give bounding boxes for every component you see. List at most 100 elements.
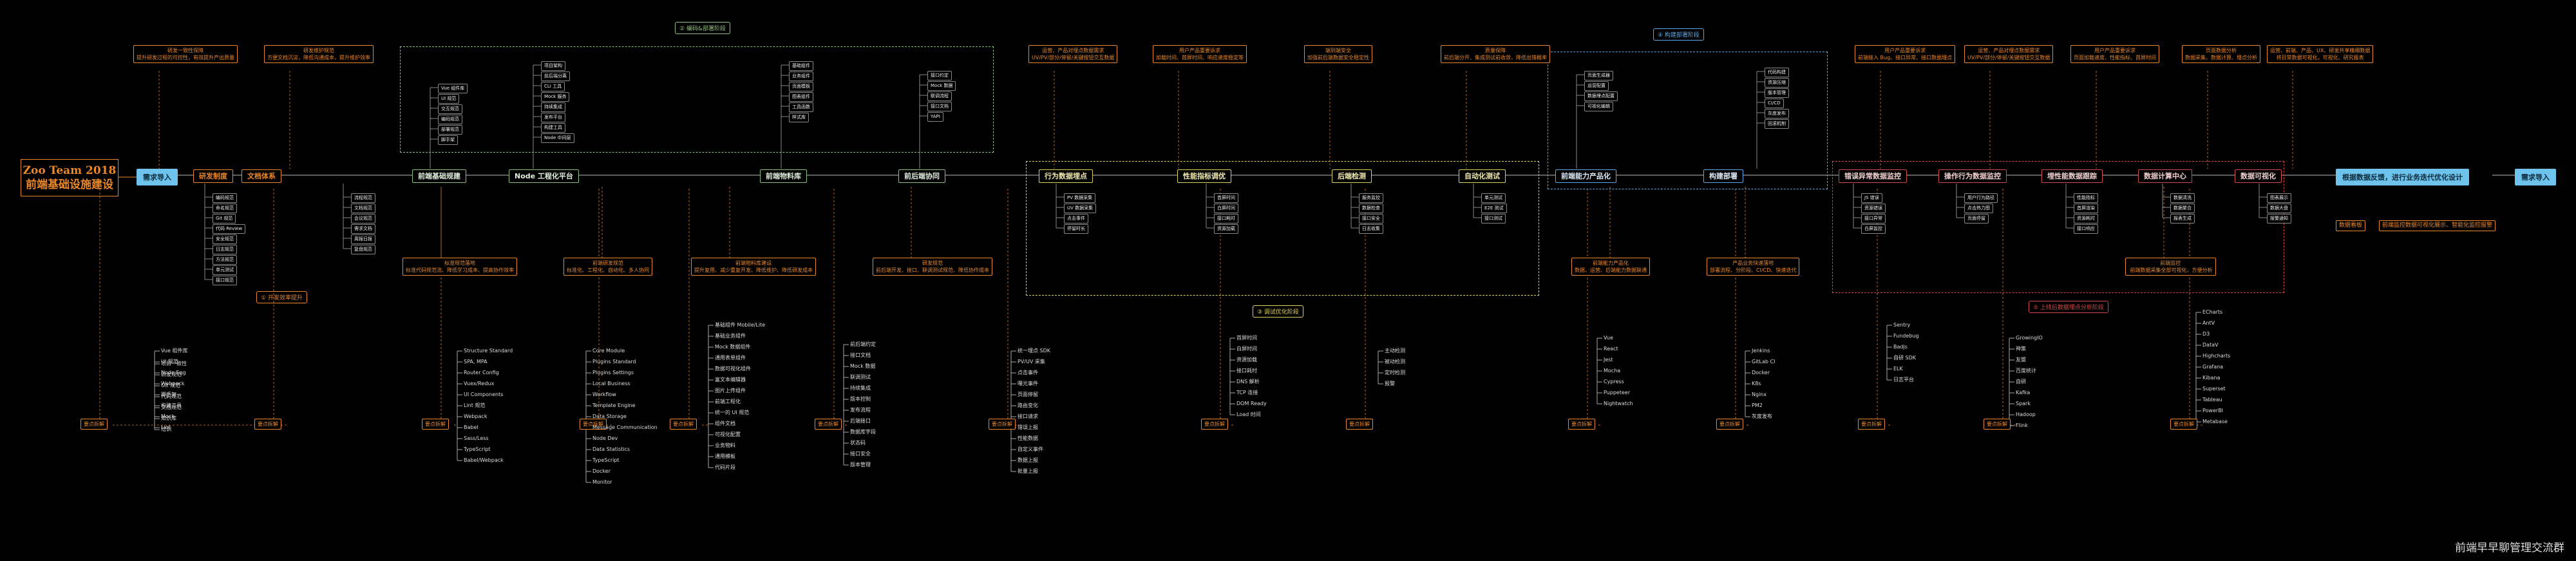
tree-e-leaf-12: 业务物料	[715, 442, 735, 448]
leaf-c14-2: 点击热力图	[1964, 204, 1993, 213]
leaf-c4-5: 持续集成	[541, 102, 565, 112]
tree-h-leaf-3: 资源加载	[1236, 357, 1257, 363]
tree-n-leaf-9: Tableau	[2202, 397, 2222, 403]
leaf-c12-2: 资源压缩	[1765, 78, 1789, 88]
tree-g-leaf-10: 自定义事件	[1018, 446, 1043, 452]
flow-end-pill: 需求导入	[2515, 169, 2556, 185]
main-node-10: 自动化测试	[1459, 169, 1506, 183]
tree-a-leaf-7: 培训	[161, 426, 171, 432]
tree-l-leaf-1: Sentry	[1893, 322, 1911, 328]
tree-m-leaf-3: 友盟	[2016, 357, 2026, 363]
tree-e-leaf-14: 代码片段	[715, 464, 735, 470]
tree-a-leaf-2: 研发规范	[161, 372, 182, 377]
main-node-8: 性能指标调优	[1177, 169, 1231, 183]
leaf-c1-9: 接口规范	[213, 276, 237, 285]
leaf-c11-4: 可视化编辑	[1584, 102, 1613, 111]
tree-b-leaf-1: Vue 组件库	[161, 348, 188, 354]
main-node-7: 行为数据埋点	[1039, 169, 1093, 183]
tree-n-leaf-5: Highcharts	[2202, 353, 2231, 359]
group-build-deploy	[1548, 52, 1828, 189]
bottom-note-6: 产品业务快速落地 部署流程、分阶段、CI/CD、快速迭代	[1707, 258, 1800, 276]
tree-b-leaf-7: Mock	[161, 414, 175, 419]
tree-g-leaf-8: 错误上报	[1018, 424, 1038, 430]
main-node-5: 前端物料库	[760, 169, 807, 183]
top-note-7: 用户产品重要诉求 前端接入 Bug、接口异常、接口数据埋点	[1855, 45, 1956, 63]
tree-m-leaf-4: 百度统计	[2016, 368, 2036, 374]
tree-b-leaf-6: 构建工具	[161, 403, 182, 408]
tree-c-leaf-1: Structure Standard	[464, 348, 513, 354]
tree-e-leaf-3: Mock 数据组件	[715, 344, 751, 350]
tree-m-leaf-5: 自研	[2016, 379, 2026, 385]
section-label-3: ③ 调试优化阶段	[1253, 305, 1303, 318]
leaf-c9-4: 日志收集	[1359, 224, 1383, 234]
flow-start-pill: 需求导入	[137, 169, 178, 185]
leaf-c2-2: 文档规范	[351, 204, 375, 213]
tree-g-leaf-11: 数据上报	[1018, 457, 1038, 463]
leaf-c3-5: 部署规范	[438, 125, 462, 135]
leaf-c7-3: 点击事件	[1064, 214, 1088, 223]
tree-e-leaf-8: 前端工程化	[715, 399, 741, 404]
section-label-5: ⑤ 上线后数据埋点分析阶段	[2029, 301, 2108, 313]
tree-b-leaf-8: Lint	[161, 424, 171, 430]
tree-d-leaf-13: Monitor	[592, 479, 612, 485]
tree-g-leaf-3: 点击事件	[1018, 370, 1038, 376]
group-coding-deploy	[400, 46, 994, 153]
key-points-n: 要点拆解	[2170, 419, 2197, 430]
key-points-k: 要点拆解	[1716, 419, 1743, 430]
leaf-c14-1: 用户行为路径	[1964, 193, 1998, 203]
tree-d-leaf-7: Data Storage	[592, 414, 627, 419]
leaf-c4-8: Node 中间层	[541, 133, 574, 143]
top-note-1: 研发一致性保障 提升研发过程的可控性，有效提升产出质量	[133, 45, 238, 63]
leaf-c5-6: 样式库	[789, 113, 809, 122]
tree-i-leaf-4: 报警	[1385, 381, 1395, 386]
main-node-13: 错误异常数据监控	[1839, 169, 1907, 183]
leaf-c6-3: 联调流程	[927, 91, 952, 101]
tree-m-leaf-1: GrowingIO	[2016, 335, 2043, 341]
tree-e-leaf-11: 可视化配置	[715, 432, 741, 437]
tree-c-leaf-7: Webpack	[464, 414, 488, 419]
main-node-17: 数据可视化	[2235, 169, 2282, 183]
key-points-j: 要点拆解	[1568, 419, 1595, 430]
tree-h-leaf-1: 首屏时间	[1236, 335, 1257, 341]
leaf-c4-3: CLI 工具	[541, 82, 565, 91]
tree-f-leaf-6: 版本控制	[850, 396, 871, 402]
leaf-c4-1: 项目架构	[541, 61, 565, 71]
leaf-c13-1: JS 错误	[1861, 193, 1882, 203]
leaf-c7-2: UV 数据采集	[1064, 204, 1097, 213]
leaf-c1-6: 日志规范	[213, 245, 237, 254]
tree-e-leaf-6: 富文本编辑器	[715, 377, 746, 383]
key-points-f: 要点拆解	[815, 419, 842, 430]
tree-f-leaf-3: Mock 数据	[850, 363, 876, 369]
tree-n-leaf-6: Grafana	[2202, 364, 2224, 370]
key-points-h: 要点拆解	[1201, 419, 1228, 430]
leaf-c11-1: 页面生成器	[1584, 71, 1613, 81]
diagram-title: Zoo Team 2018 前端基础设施建设	[21, 159, 118, 196]
tree-a-leaf-4: 代码规范	[161, 394, 182, 399]
leaf-c9-2: 数据检查	[1359, 204, 1383, 213]
tree-f-leaf-2: 接口文档	[850, 352, 871, 358]
tree-e-leaf-7: 图片上传组件	[715, 388, 746, 394]
tree-d-leaf-3: Plugins Settings	[592, 370, 634, 376]
bottom-note-2: 前端研发规范 标准化、工程化、自动化、多人协同	[564, 258, 652, 276]
key-points-i: 要点拆解	[1346, 419, 1373, 430]
tree-d-leaf-4: Local Business	[592, 381, 630, 386]
key-points-b: 要点拆解	[254, 419, 281, 430]
tree-b-leaf-4: Webpack	[161, 381, 185, 386]
main-node-12: 构建部署	[1703, 169, 1743, 183]
tree-n-leaf-8: Superset	[2202, 386, 2226, 392]
leaf-c3-4: 编码规范	[438, 115, 462, 124]
tree-f-leaf-7: 发布流程	[850, 407, 871, 413]
tree-c-leaf-8: Babel	[464, 424, 478, 430]
leaf-c5-2: 业务组件	[789, 71, 813, 81]
leaf-c5-3: 页面模板	[789, 82, 813, 91]
leaf-c12-3: 版本管理	[1765, 88, 1789, 98]
tree-n-leaf-7: Kibana	[2202, 375, 2221, 381]
tree-e-leaf-9: 统一的 UI 规范	[715, 410, 750, 415]
leaf-c5-5: 工具函数	[789, 102, 813, 112]
top-note-8: 运营、产品对埋点数据需求 UV/PV/部分/停留/关键按钮交互数据	[1964, 45, 2054, 63]
tree-g-leaf-4: 曝光事件	[1018, 381, 1038, 386]
bottom-note-3: 前端物料库建设 提升复用、减少重复开发、降低维护、降低研发成本	[691, 258, 816, 276]
main-node-14: 操作行为数据监控	[1938, 169, 2007, 183]
leaf-c5-1: 基础组件	[789, 61, 813, 71]
leaf-c17-3: 报警通知	[2267, 214, 2291, 223]
